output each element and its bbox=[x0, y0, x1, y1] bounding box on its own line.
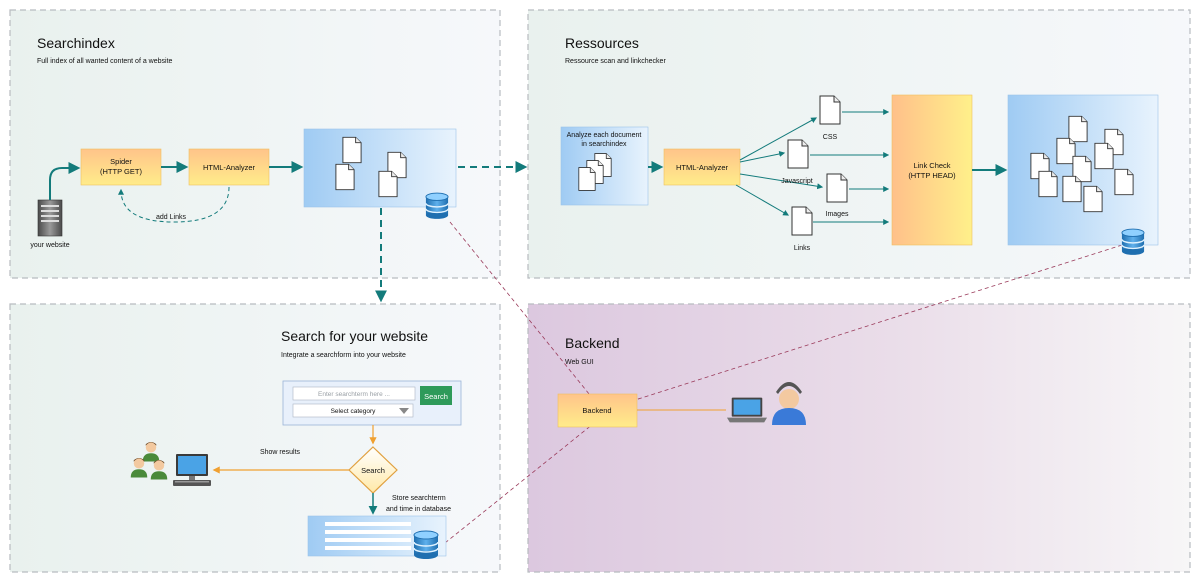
analyze-each-sublabel: in searchindex bbox=[581, 141, 627, 148]
your-website-label: your website bbox=[30, 242, 69, 249]
document-icon bbox=[1056, 137, 1076, 165]
css-document-icon bbox=[819, 95, 841, 125]
database-icon bbox=[1121, 228, 1145, 256]
arrow-add-links bbox=[118, 186, 230, 223]
search-input-placeholder: Enter searchterm here ... bbox=[318, 391, 390, 398]
spider-sublabel: (HTTP GET) bbox=[100, 167, 142, 176]
links-label: Links bbox=[794, 245, 811, 252]
panel-backend: Backend Web GUI bbox=[527, 303, 1191, 573]
html-analyzer-2-node[interactable]: HTML-Analyzer bbox=[663, 148, 741, 186]
add-links-label: add Links bbox=[156, 214, 186, 221]
laptop-icon bbox=[726, 397, 768, 423]
panel-title: Ressources bbox=[565, 35, 639, 51]
search-input[interactable]: Enter searchterm here ... bbox=[292, 386, 416, 401]
document-icon bbox=[1114, 168, 1134, 196]
category-select[interactable]: Select category bbox=[292, 403, 414, 418]
search-decision-label: Search bbox=[361, 466, 385, 475]
backend-node-label: Backend bbox=[582, 406, 611, 415]
document-icon bbox=[342, 136, 362, 164]
panel-subtitle: Full index of all wanted content of a we… bbox=[37, 58, 173, 65]
panel-title: Backend bbox=[565, 335, 619, 351]
server-icon bbox=[37, 199, 63, 237]
panel-subtitle: Integrate a searchform into your website bbox=[281, 352, 406, 359]
searchterm-store[interactable] bbox=[307, 515, 447, 560]
document-icon bbox=[1038, 170, 1058, 198]
store-searchterm-sublabel: and time in database bbox=[386, 506, 451, 513]
css-label: CSS bbox=[823, 134, 838, 141]
html-analyzer-2-label: HTML-Analyzer bbox=[676, 163, 729, 172]
backend-node[interactable]: Backend bbox=[557, 393, 638, 428]
analyze-each-label: Analyze each document bbox=[567, 132, 642, 139]
spider-label: Spider bbox=[110, 157, 132, 166]
database-icon bbox=[413, 530, 439, 560]
panel-title: Search for your website bbox=[281, 328, 428, 344]
category-select-label: Select category bbox=[331, 408, 377, 415]
search-button-label: Search bbox=[424, 392, 448, 401]
search-button[interactable]: Search bbox=[420, 386, 452, 405]
links-document-icon bbox=[791, 206, 813, 236]
panel-subtitle: Ressource scan and linkchecker bbox=[565, 58, 666, 65]
chevron-down-icon bbox=[399, 408, 409, 414]
link-results-store[interactable] bbox=[1007, 94, 1159, 256]
panel-title: Searchindex bbox=[37, 35, 115, 51]
document-icon bbox=[1062, 175, 1082, 203]
document-icon bbox=[1083, 185, 1103, 213]
monitor-icon bbox=[173, 454, 211, 486]
images-document-icon bbox=[826, 173, 848, 203]
document-icon bbox=[578, 167, 596, 191]
javascript-document-icon bbox=[787, 139, 809, 169]
javascript-label: Javascript bbox=[781, 178, 813, 185]
spider-node[interactable]: Spider (HTTP GET) bbox=[80, 148, 162, 186]
searchindex-store[interactable] bbox=[303, 128, 457, 220]
html-analyzer-1-node[interactable]: HTML-Analyzer bbox=[188, 148, 270, 186]
document-icon bbox=[1068, 115, 1088, 143]
search-form: Enter searchterm here ... Search Select … bbox=[282, 380, 462, 426]
html-analyzer-1-label: HTML-Analyzer bbox=[203, 163, 256, 172]
analyzer-to-resources-arrows bbox=[735, 109, 890, 225]
admin-user-icon bbox=[772, 382, 806, 425]
document-icon bbox=[335, 163, 355, 191]
store-searchterm-label: Store searchterm bbox=[392, 495, 446, 502]
link-check-sublabel: (HTTP HEAD) bbox=[908, 171, 956, 180]
document-icon bbox=[378, 170, 398, 198]
link-check-node[interactable]: Link Check (HTTP HEAD) bbox=[891, 94, 973, 246]
show-results-label: Show results bbox=[260, 449, 301, 456]
link-check-label: Link Check bbox=[913, 161, 950, 170]
panel-subtitle: Web GUI bbox=[565, 359, 594, 366]
images-label: Images bbox=[826, 211, 849, 218]
document-icon bbox=[1094, 142, 1114, 170]
arrow-website-spider bbox=[49, 162, 81, 200]
analyze-each-node[interactable]: Analyze each document in searchindex bbox=[560, 126, 649, 206]
db-connectors bbox=[444, 221, 1123, 544]
database-icon bbox=[425, 192, 449, 220]
